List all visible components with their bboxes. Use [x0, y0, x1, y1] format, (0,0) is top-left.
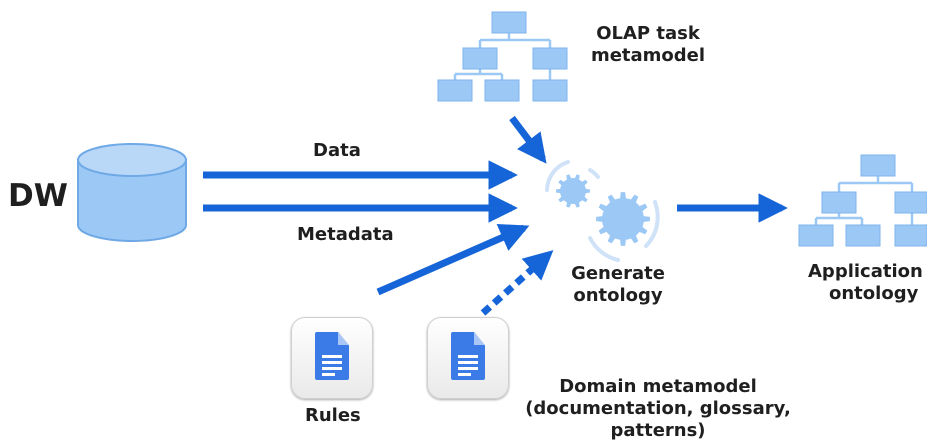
rules-arrow: [376, 223, 530, 296]
rules-label: Rules: [305, 405, 361, 426]
document-icon: [427, 317, 509, 399]
hierarchy-tree-icon: [437, 11, 568, 102]
dw-label: DW: [8, 178, 68, 214]
metadata-arrow-label: Metadata: [297, 224, 394, 245]
application-ontology-label: Application ontology: [808, 261, 927, 305]
generate-ontology-label: Generate ontology: [548, 263, 688, 307]
database-cylinder-icon: [77, 143, 187, 242]
olap-arrow: [509, 115, 547, 164]
application-label-line2: ontology: [829, 283, 919, 304]
domain-metamodel-label: Domain metamodel (documentation, glossar…: [508, 376, 808, 442]
hierarchy-tree-icon: [798, 154, 927, 247]
data-arrow-label: Data: [313, 140, 361, 161]
application-label-line1: Application: [808, 261, 923, 282]
domain-dotted-arrow: [480, 250, 554, 316]
domain-label-line1: Domain metamodel: [559, 376, 757, 397]
olap-label-line2: metamodel: [590, 45, 706, 66]
generate-label-line2: ontology: [573, 285, 663, 306]
gear-shape: [596, 192, 650, 246]
gears-icon: [545, 160, 660, 262]
olap-label-line1: OLAP task: [596, 23, 700, 44]
arrow-group: [203, 115, 788, 316]
gear-shape: [556, 174, 590, 208]
generate-label-line1: Generate: [571, 263, 665, 284]
domain-label-line2: (documentation, glossary,: [525, 398, 791, 419]
document-icon: [291, 317, 373, 399]
domain-label-line3: patterns): [610, 420, 706, 441]
olap-metamodel-label: OLAP task metamodel: [578, 23, 718, 67]
